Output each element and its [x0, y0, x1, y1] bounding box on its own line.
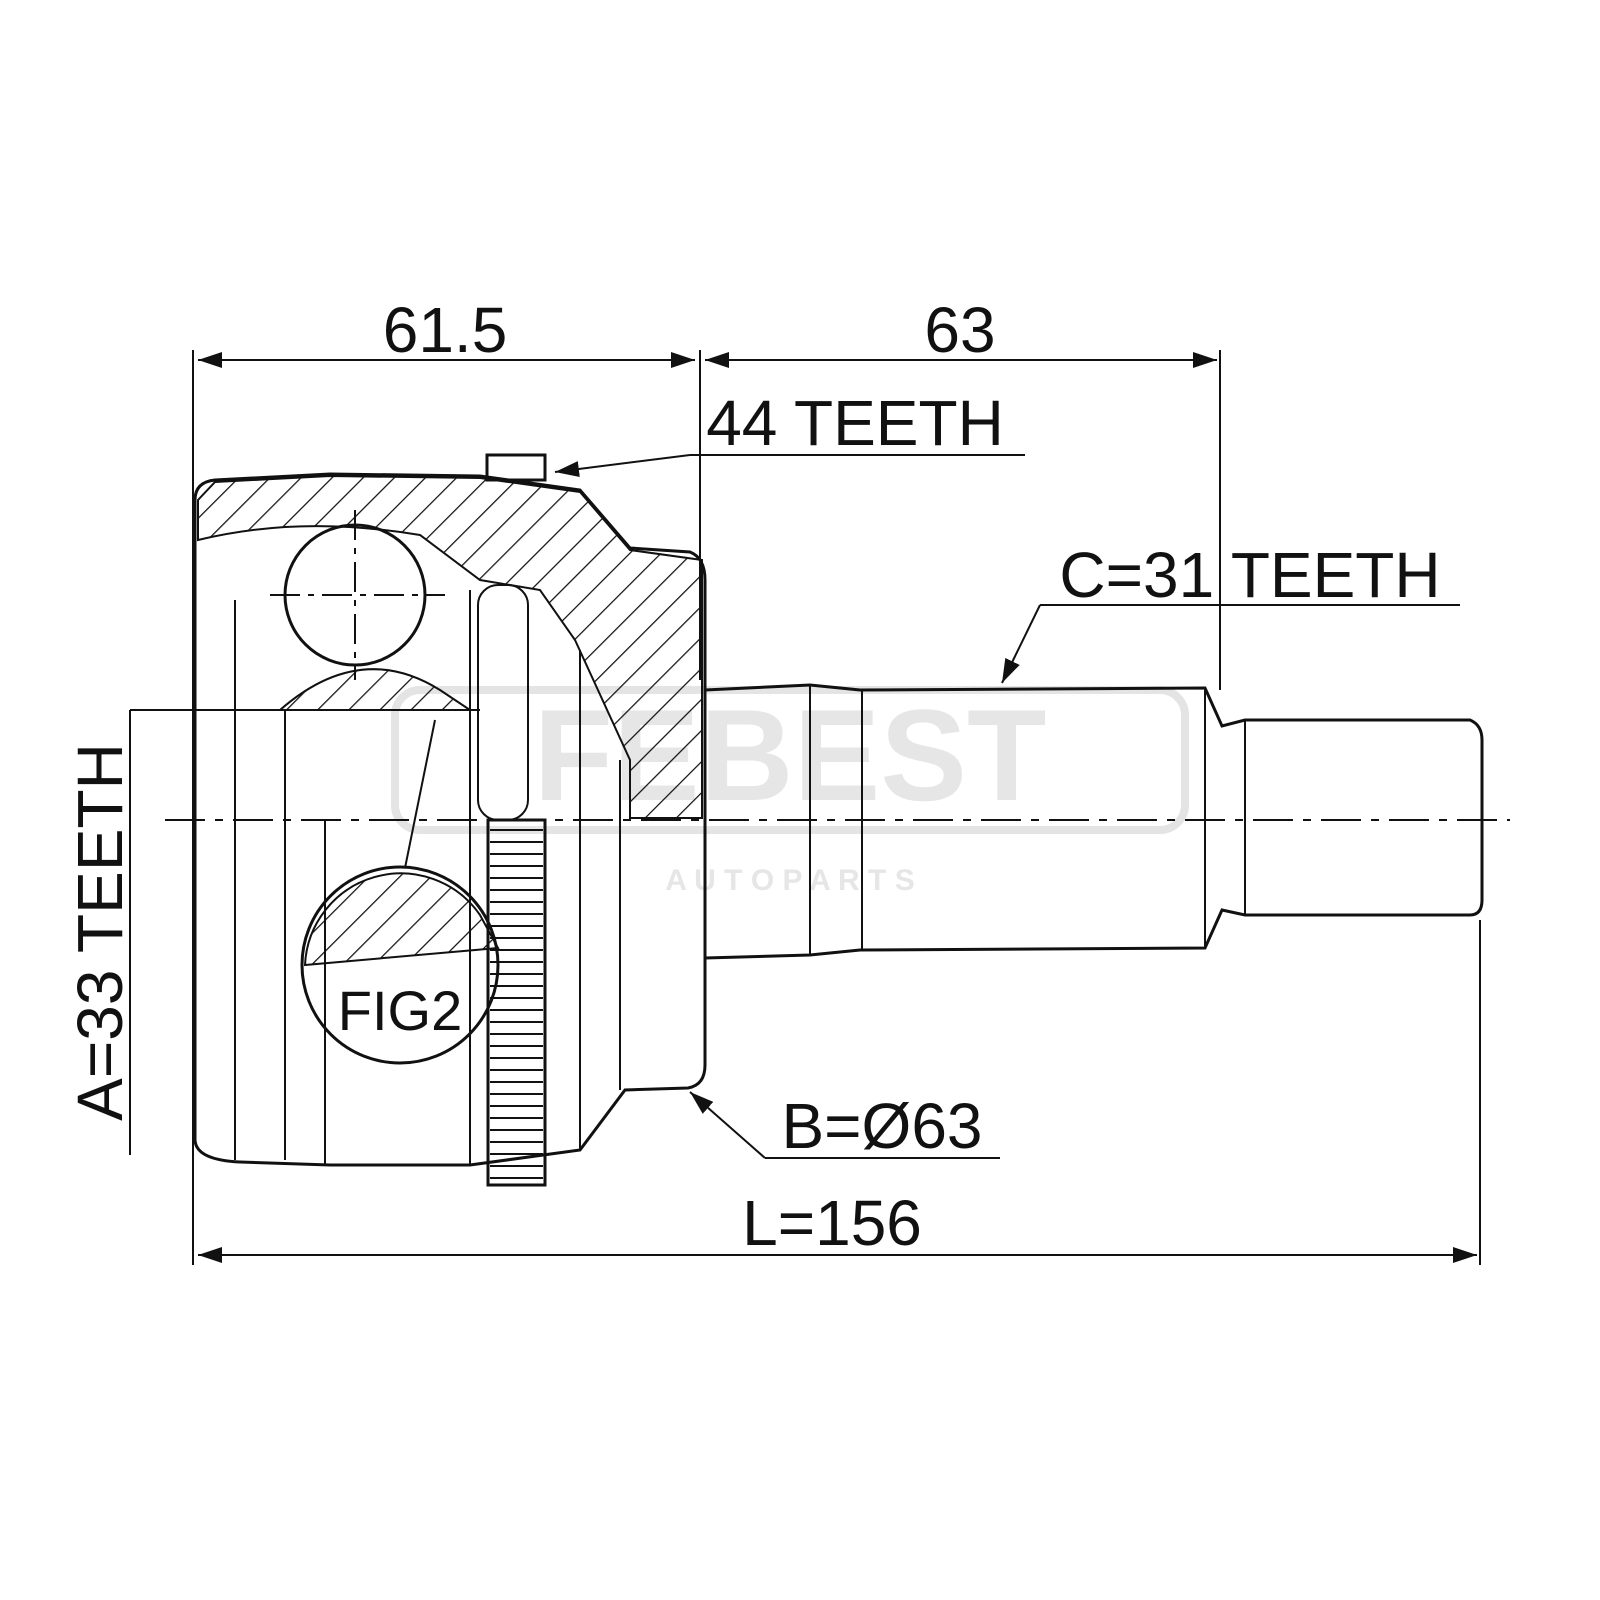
fig2-detail: FIG2	[300, 719, 500, 1065]
dimension-lines	[129, 350, 1481, 1265]
watermark: FEBEST A U T O P A R T S	[391, 682, 1189, 897]
label-inner-spline: A=33 TEETH	[64, 743, 136, 1121]
dim-housing-length: 61.5	[383, 294, 508, 366]
label-total-length: L=156	[742, 1187, 922, 1259]
dim-shaft-length: 63	[924, 294, 995, 366]
label-abs-teeth: 44 TEETH	[706, 387, 1004, 459]
fig2-label: FIG2	[338, 979, 462, 1042]
abs-ring	[485, 453, 547, 1187]
label-outer-diameter: B=Ø63	[781, 1090, 982, 1162]
outer-housing	[193, 472, 707, 1167]
svg-text:A U T O P A R T S: A U T O P A R T S	[665, 864, 914, 897]
label-outer-spline: C=31 TEETH	[1059, 539, 1440, 611]
